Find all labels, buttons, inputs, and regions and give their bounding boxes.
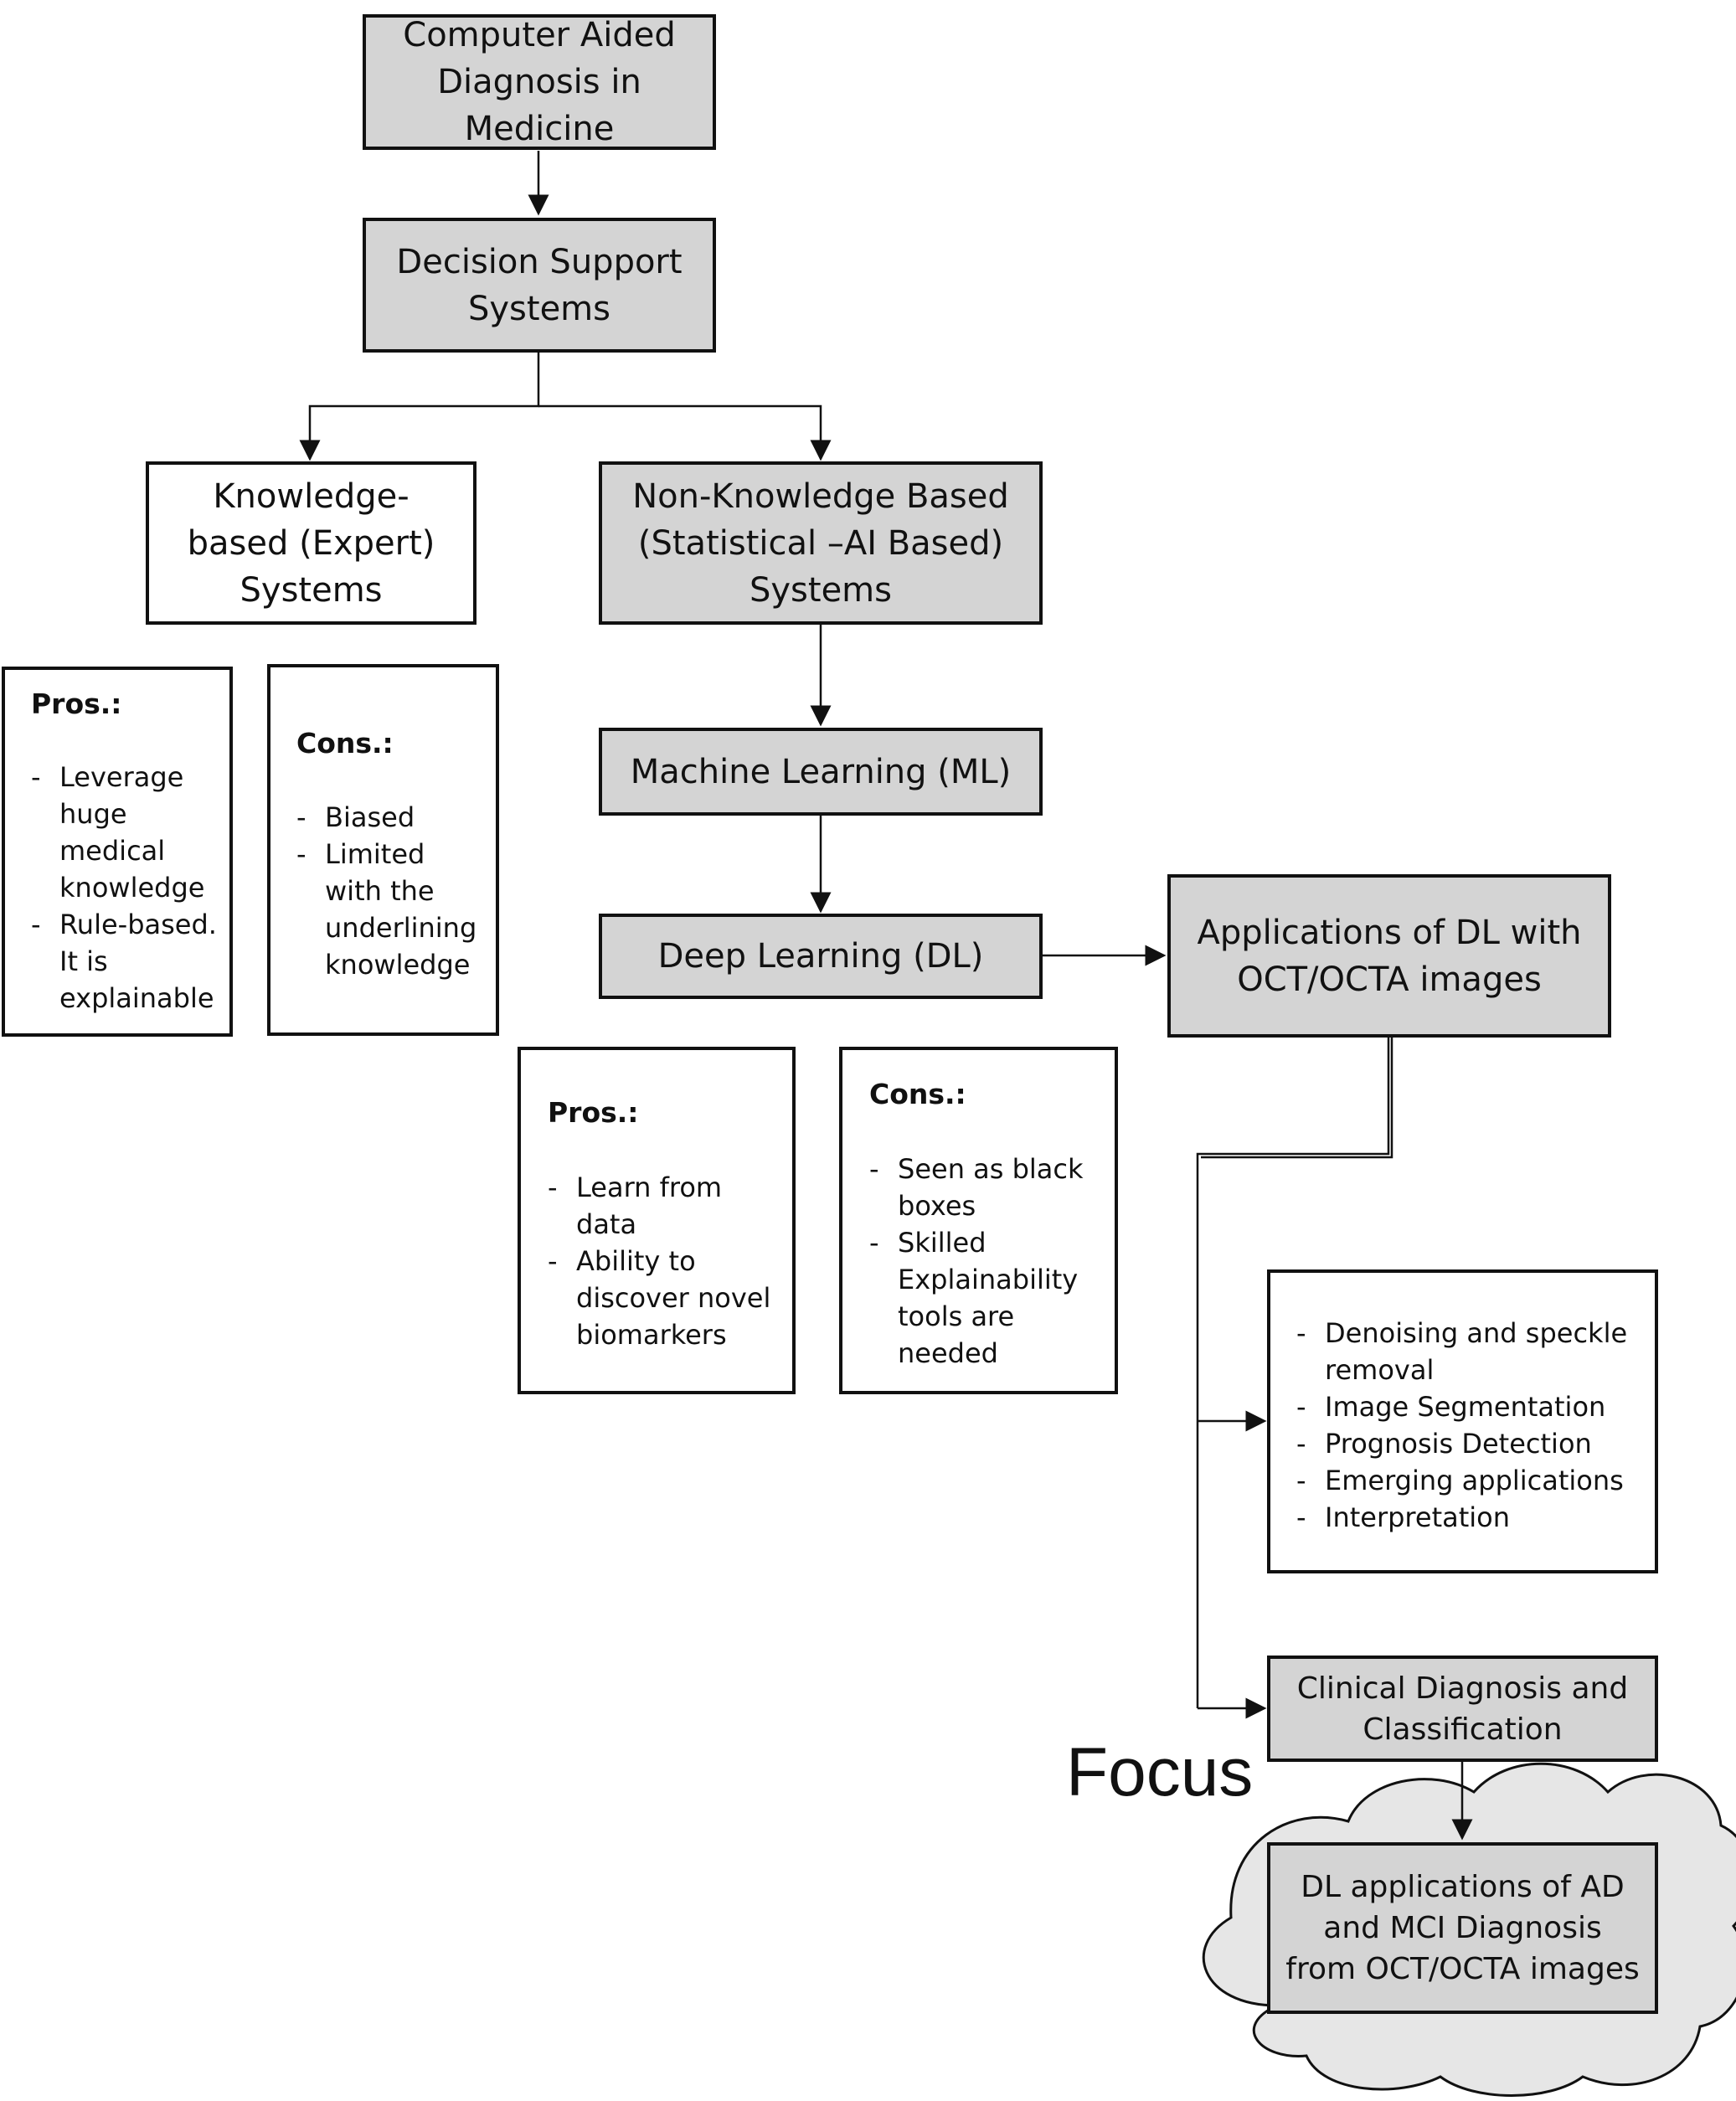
connector-dss-split [299, 352, 540, 461]
kb-cons-list: Biased Limited with the underlining know… [296, 799, 485, 983]
node-non-knowledge-based-label: Non-Knowledge Based (Statistical –AI Bas… [632, 476, 1009, 610]
connector-apps-down-double [1201, 1036, 1393, 1159]
node-computer-aided-diagnosis: Computer Aided Diagnosis in Medicine [363, 14, 716, 150]
connector-apps-down [1196, 1036, 1390, 1708]
dl-pros-list: Learn from data Ability to discover nove… [548, 1169, 778, 1353]
dl-cons-box: Cons.: Seen as black boxes Skilled Expla… [839, 1047, 1118, 1394]
dl-cons-list: Seen as black boxes Skilled Explainabili… [869, 1151, 1104, 1372]
applications-list: Denoising and speckle removal Image Segm… [1296, 1315, 1640, 1536]
node-decision-support-systems: Decision Support Systems [363, 218, 716, 353]
list-item: Seen as black boxes [869, 1151, 1104, 1224]
list-item: Prognosis Detection [1296, 1425, 1640, 1462]
list-item: Emerging applications [1296, 1462, 1640, 1499]
list-item: Biased [296, 799, 485, 836]
list-item: Learn from data [548, 1169, 778, 1243]
node-applications-of-dl-label: Applications of DL with OCT/OCTA images [1197, 913, 1582, 999]
node-non-knowledge-based: Non-Knowledge Based (Statistical –AI Bas… [599, 461, 1043, 625]
kb-pros-list: Leverage huge medical knowledge Rule-bas… [31, 759, 219, 1017]
node-machine-learning-label: Machine Learning (ML) [630, 752, 1012, 791]
applications-list-box: Denoising and speckle removal Image Segm… [1267, 1269, 1658, 1573]
list-item: Limited with the underlining knowledge [296, 836, 485, 983]
node-clinical-diagnosis-label: Clinical Diagnosis and Classification [1296, 1671, 1629, 1747]
kb-pros-heading: Pros.: [31, 687, 122, 720]
kb-cons-heading: Cons.: [296, 727, 394, 760]
node-clinical-diagnosis: Clinical Diagnosis and Classification [1267, 1656, 1658, 1762]
node-machine-learning: Machine Learning (ML) [599, 728, 1043, 816]
node-applications-of-dl: Applications of DL with OCT/OCTA images [1167, 874, 1611, 1038]
arrow-dss-to-nkb [538, 404, 832, 461]
node-focus-dl-applications-label: DL applications of AD and MCI Diagnosis … [1285, 1870, 1640, 1986]
dl-pros-box: Pros.: Learn from data Ability to discov… [518, 1047, 796, 1394]
kb-cons-box: Cons.: Biased Limited with the underlini… [267, 664, 499, 1036]
list-item: Image Segmentation [1296, 1388, 1640, 1425]
list-item: Denoising and speckle removal [1296, 1315, 1640, 1388]
list-item: Rule-based. It is explainable [31, 906, 219, 1017]
list-item: Ability to discover novel biomarkers [548, 1243, 778, 1353]
dl-cons-heading: Cons.: [869, 1078, 966, 1110]
list-item: Interpretation [1296, 1499, 1640, 1536]
dl-pros-heading: Pros.: [548, 1096, 639, 1129]
node-decision-support-systems-label: Decision Support Systems [396, 242, 683, 328]
node-focus-dl-applications: DL applications of AD and MCI Diagnosis … [1267, 1842, 1658, 2014]
list-item: Skilled Explainability tools are needed [869, 1224, 1104, 1372]
node-knowledge-based-label: Knowledge- based (Expert) Systems [187, 476, 435, 610]
node-deep-learning: Deep Learning (DL) [599, 914, 1043, 999]
kb-pros-box: Pros.: Leverage huge medical knowledge R… [2, 667, 233, 1037]
node-deep-learning-label: Deep Learning (DL) [657, 937, 984, 976]
focus-label: Focus [1066, 1734, 1254, 1810]
list-item: Leverage huge medical knowledge [31, 759, 219, 906]
node-knowledge-based: Knowledge- based (Expert) Systems [146, 461, 476, 625]
node-computer-aided-diagnosis-label: Computer Aided Diagnosis in Medicine [403, 16, 676, 148]
